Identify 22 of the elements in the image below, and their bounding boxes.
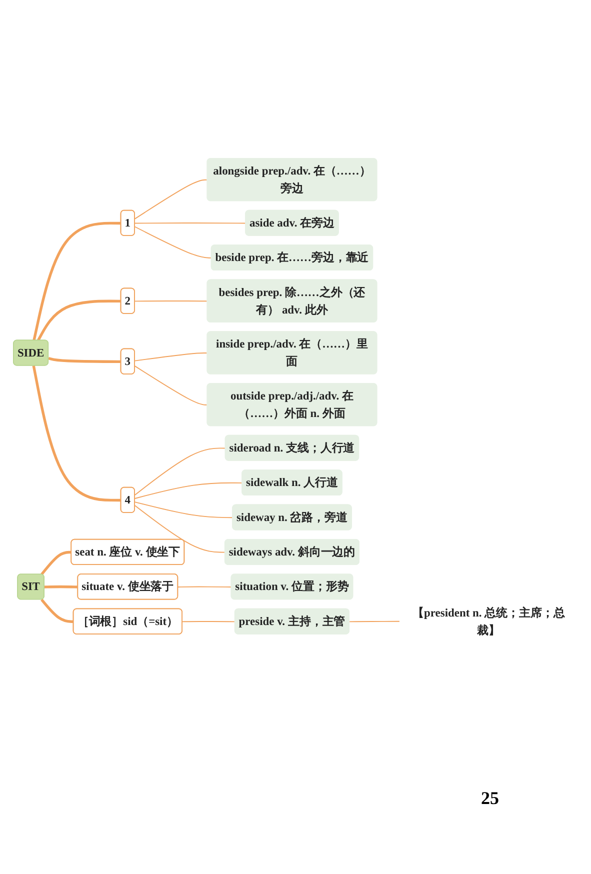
connector [134, 178, 208, 219]
connector [134, 226, 212, 258]
connector [182, 620, 236, 622]
page-number: 25 [481, 788, 499, 809]
connector [44, 584, 78, 588]
connector [134, 365, 208, 405]
connector [48, 356, 122, 363]
connector [36, 299, 122, 341]
node-text: 【president n. 总统；主席；总裁】 [412, 606, 565, 636]
connector [349, 620, 400, 622]
connector [134, 300, 208, 302]
connector [32, 364, 122, 502]
connector [40, 550, 72, 575]
connector [134, 501, 234, 518]
connector [134, 504, 226, 552]
connector [134, 447, 226, 495]
connector [32, 221, 122, 340]
connector [178, 586, 232, 587]
connector [40, 598, 74, 623]
connector [134, 482, 243, 498]
connector [134, 352, 208, 361]
connector [134, 222, 246, 224]
